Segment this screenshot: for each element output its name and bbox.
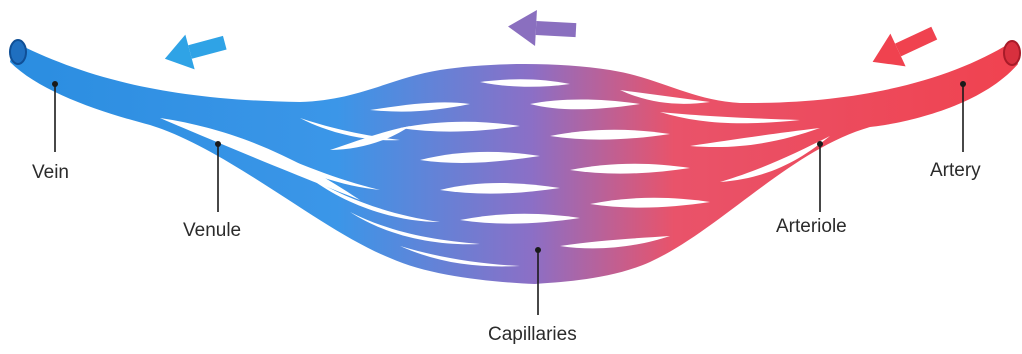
label-artery: Artery	[930, 160, 981, 181]
arrow-left-icon	[160, 25, 229, 76]
vein-opening	[10, 40, 26, 64]
label-vein: Vein	[32, 162, 69, 183]
arrow-right-icon	[865, 17, 942, 78]
label-capillaries: Capillaries	[488, 324, 577, 345]
label-venule: Venule	[183, 220, 241, 241]
vessel-body	[10, 42, 1018, 284]
label-arteriole: Arteriole	[776, 216, 847, 237]
arrow-center-icon	[507, 9, 577, 49]
artery-opening	[1004, 41, 1020, 65]
